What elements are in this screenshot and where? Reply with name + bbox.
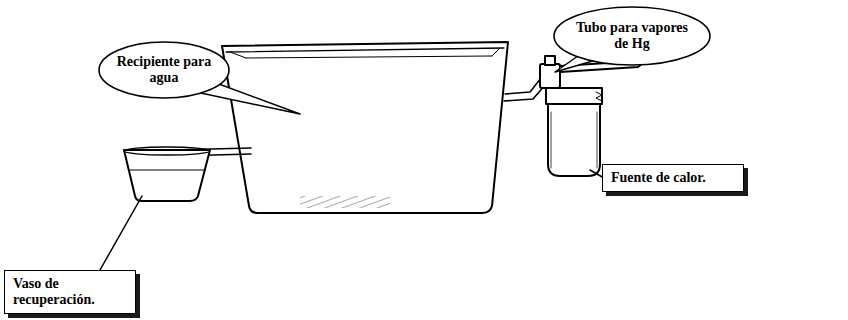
heat-source-jar: [548, 104, 600, 176]
callout-box: Fuente de calor.: [602, 164, 744, 192]
vapour-pipe: [505, 78, 541, 94]
container-rim: [226, 48, 504, 52]
callout-bubble: Tubo para vapores de Hg: [553, 6, 711, 66]
bubble-ellipse: [99, 42, 229, 98]
callout-text: Vaso de recuperación.: [13, 276, 127, 308]
callout-text: Tubo para vapores de Hg: [574, 20, 691, 52]
bubble-ellipse: [554, 7, 710, 65]
container-bottom-hatch: [300, 196, 390, 208]
heat-source-cap: [546, 88, 602, 104]
recovery-cup: [124, 150, 210, 201]
callout-box: Vaso de recuperación.: [4, 270, 136, 314]
bubble-outline: [553, 6, 711, 66]
valve-body: [540, 64, 560, 88]
callout-bubble: Recipiente para agua: [98, 41, 230, 99]
water-container: [222, 42, 508, 213]
callout-text: Recipiente para agua: [115, 54, 213, 86]
callout-text: Fuente de calor.: [611, 170, 735, 186]
container-inner: [230, 48, 500, 58]
leader-vaso: [100, 196, 142, 270]
bubble-outline: [98, 41, 230, 99]
